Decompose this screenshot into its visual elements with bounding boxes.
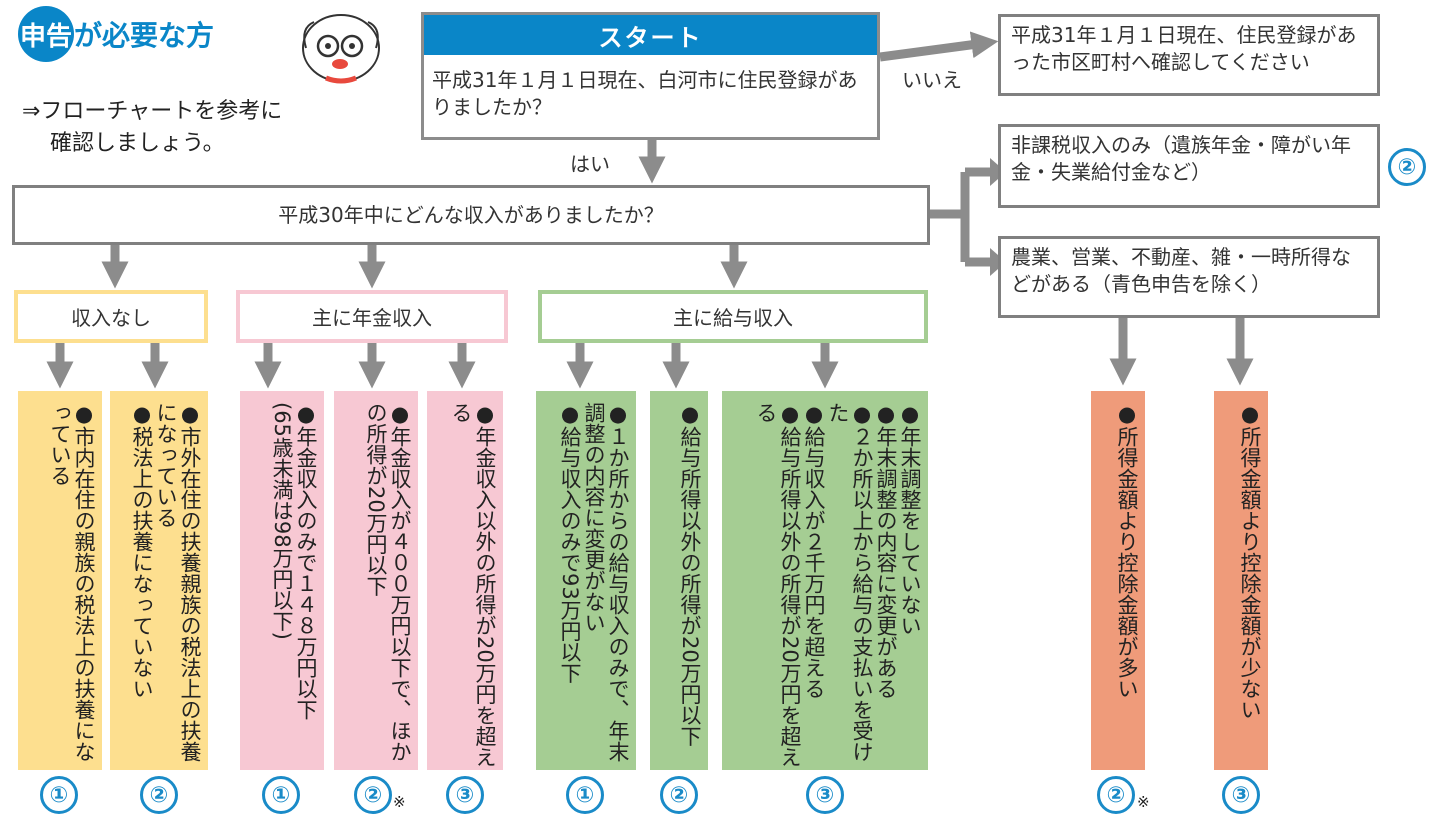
result-circle-7: ② xyxy=(660,776,698,814)
column-3: ●年金収入のみで１４８万円以下 (65歳未満は98万円以下) xyxy=(240,391,324,770)
arrow-right-branch xyxy=(930,167,990,267)
column-4: ●年金収入が４００万円以下で、ほかの所得が20万円以下 xyxy=(334,391,418,770)
column-2-item-1: ●市外在住の扶養親族の税法上の扶養になっている xyxy=(154,402,202,762)
income-question: 平成30年中にどんな収入がありましたか？ xyxy=(12,185,930,245)
column-8-item-4: ●給与収入が２千万円を超える xyxy=(802,402,826,699)
column-5: ●年金収入以外の所得が20万円を超える xyxy=(427,391,503,770)
column-1: ●市内在住の親族の税法上の扶養になっている xyxy=(18,391,102,770)
column-9: ●所得金額より控除金額が多い xyxy=(1091,391,1145,770)
column-7-item-1: ●給与所得以外の所得が20万円以下 xyxy=(678,402,702,747)
arrow-no xyxy=(879,31,999,62)
column-10: ●所得金額より控除金額が少ない xyxy=(1214,391,1268,770)
business-box: 農業、営業、不動産、雑・一時所得などがある（青色申告を除く） xyxy=(998,236,1380,318)
column-6-item-1: ●１か所からの給与収入のみで、年末調整の内容に変更がない xyxy=(582,402,630,762)
subtitle-line2: 確認しましょう。 xyxy=(50,131,225,156)
start-question: 平成31年１月１日現在、白河市に住民登録がありましたか？ xyxy=(432,68,858,119)
column-3-item-2: (65歳未満は98万円以下) xyxy=(270,402,294,640)
result-circle-6: ① xyxy=(566,776,604,814)
no-box: 平成31年１月１日現在、住民登録があった市区町村へ確認してください xyxy=(998,14,1380,96)
column-8-item-1: ●年末調整をしていない xyxy=(898,402,922,636)
column-9-item-1: ●所得金額より控除金額が多い xyxy=(1115,402,1139,699)
nontaxable-result-circle: ② xyxy=(1388,148,1426,186)
subtitle-line1: ⇒フローチャートを参考に xyxy=(22,99,283,124)
column-6: ●１か所からの給与収入のみで、年末調整の内容に変更がない ●給与収入のみで93万… xyxy=(536,391,636,770)
column-2-item-2: ●税法上の扶養になっていない xyxy=(130,402,154,699)
column-8-item-2: ●年末調整の内容に変更がある xyxy=(874,402,898,699)
start-box: スタート 平成31年１月１日現在、白河市に住民登録がありましたか？ xyxy=(421,12,880,140)
column-3-item-1: ●年金収入のみで１４８万円以下 xyxy=(294,402,318,720)
start-label: スタート xyxy=(424,15,877,55)
column-2: ●市外在住の扶養親族の税法上の扶養になっている ●税法上の扶養になっていない xyxy=(110,391,208,770)
column-8-item-3: ●２か所以上から給与の支払いを受けた xyxy=(826,402,874,762)
column-10-item-1: ●所得金額より控除金額が少ない xyxy=(1238,402,1262,720)
column-5-item-1: ●年金収入以外の所得が20万円を超える xyxy=(449,402,497,768)
no-label: いいえ xyxy=(902,68,962,92)
category-pension: 主に年金収入 xyxy=(236,290,508,343)
note-mark-9: ※ xyxy=(1137,793,1150,811)
result-circle-9: ② xyxy=(1097,776,1135,814)
category-none: 収入なし xyxy=(14,290,208,343)
column-4-item-1: ●年金収入が４００万円以下で、ほかの所得が20万円以下 xyxy=(364,402,412,762)
title-badge: 申告 xyxy=(18,6,74,62)
page-title: 申告 が必要な方 xyxy=(18,6,214,62)
result-circle-4: ② xyxy=(354,776,392,814)
yes-label: はい xyxy=(570,152,610,176)
result-circle-3: ① xyxy=(262,776,300,814)
column-8-item-5: ●給与所得以外の所得が20万円を超える xyxy=(754,402,802,768)
nontaxable-box: 非課税収入のみ（遺族年金・障がい年金・失業給付金など） xyxy=(998,124,1380,208)
column-7: ●給与所得以外の所得が20万円以下 xyxy=(650,391,708,770)
column-6-item-2: ●給与収入のみで93万円以下 xyxy=(558,402,582,684)
subtitle: ⇒フローチャートを参考に 確認しましょう。 xyxy=(22,96,282,160)
column-8: ●年末調整をしていない ●年末調整の内容に変更がある ●２か所以上から給与の支払… xyxy=(722,391,928,770)
result-circle-10: ③ xyxy=(1222,776,1260,814)
title-text: が必要な方 xyxy=(74,19,215,52)
result-circle-8: ③ xyxy=(806,776,844,814)
result-circle-2: ② xyxy=(140,776,178,814)
category-salary: 主に給与収入 xyxy=(538,290,928,343)
column-1-item-1: ●市内在住の親族の税法上の扶養になっている xyxy=(48,402,96,762)
result-circle-1: ① xyxy=(40,776,78,814)
result-circle-5: ③ xyxy=(446,776,484,814)
mascot-icon xyxy=(296,8,386,86)
note-mark-4: ※ xyxy=(393,793,406,811)
